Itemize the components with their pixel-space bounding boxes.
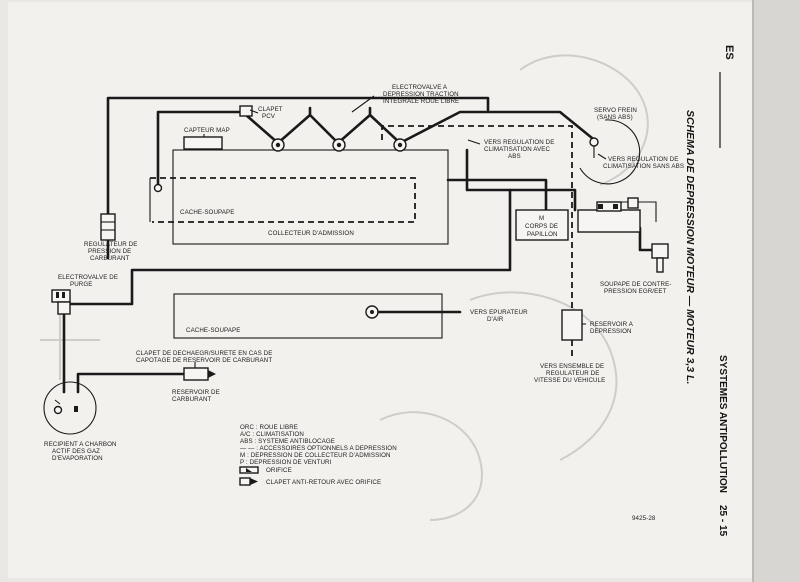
label-collecteur: COLLECTEUR D'ADMISSION — [268, 230, 354, 237]
hose-fuel-tank — [76, 372, 208, 394]
hose-pcv — [156, 110, 246, 188]
label-vers-regulation-sans-abs-2: CLIMATISATION SANS ABS — [603, 163, 684, 170]
label-vers-ensemble-regulateur-3: VITESSE DU VEHICULE — [534, 377, 605, 384]
label-regulateur-pression-1: REGULATEUR DE — [84, 241, 137, 248]
orifice-symbol — [239, 466, 259, 474]
label-vers-regulation-abs-3: ABS — [508, 153, 521, 160]
label-clapet-decharge-1: CLAPET DE DECHAEGR/SURETE EN CAS DE — [136, 350, 272, 357]
label-clapet-decharge-2: CAPOTAGE DE RESERVOIR DE CARBURANT — [136, 357, 272, 364]
label-reservoir-depression-1: RESERVOIR A — [590, 321, 634, 328]
purge-solenoid — [51, 289, 71, 315]
label-corps-papillon-3: PAPILLON — [527, 231, 558, 238]
label-cache-soupape-bottom: CACHE-SOUPAPE — [186, 327, 240, 334]
label-vers-regulation-sans-abs-1: VERS REGULATION DE — [608, 156, 678, 163]
pcv-valve — [239, 105, 253, 117]
egr-backpressure-transducer — [577, 197, 669, 273]
label-capteur-map: CAPTEUR MAP — [184, 127, 230, 134]
label-electrovalve-purge-1: ELECTROVALVE DE — [58, 274, 118, 281]
label-electrovalve-traction-2: DEPRESSION TRACTION — [383, 91, 459, 98]
map-sensor — [183, 136, 223, 150]
air-cleaner-port — [365, 305, 379, 319]
hose-top-main — [106, 96, 490, 216]
label-recipient-charbon-1: RECIPIENT A CHARBON — [44, 441, 117, 448]
label-recipient-charbon-2: ACTIF DES GAZ — [52, 448, 100, 455]
brake-booster — [579, 119, 641, 185]
page-number: 25 - 15 — [717, 505, 728, 537]
label-electrovalve-traction-1: ELECTROVALVE A — [392, 84, 448, 91]
section-title: SYSTEMES ANTIPOLLUTION — [717, 355, 728, 493]
hose-valve-crossing — [244, 113, 402, 145]
legend-line-orc: ORC : ROUE LIBRE — [240, 424, 298, 431]
top-intake-box — [172, 149, 449, 245]
pcv-port — [153, 183, 163, 193]
label-electrovalve-traction-3: INTEGRALE ROUE LIBRE — [383, 98, 459, 105]
label-regulateur-pression-2: PRESSION DE — [88, 248, 131, 255]
label-clapet-pcv-2: PCV — [262, 113, 276, 120]
dash-vers-regulation — [381, 125, 573, 310]
label-servo-frein-2: (SANS ABS) — [597, 114, 633, 121]
hose-servo — [398, 110, 594, 145]
vacuum-fitting-1 — [271, 138, 285, 152]
bottom-cache-soupape-box — [173, 293, 443, 339]
label-vers-regulation-abs-2: CLIMATISATION AVEC — [484, 146, 551, 153]
legend-line-ac: A/C : CLIMATISATION — [240, 431, 304, 438]
top-cache-soupape-dashed — [150, 177, 416, 223]
label-vers-epurateur-1: VERS EPURATEUR — [470, 309, 528, 316]
legend-line-m: M : DEPRESSION DE COLLECTEUR D'ADMISSION — [240, 452, 391, 459]
leader-lines — [107, 95, 607, 368]
vacuum-hoses — [62, 96, 660, 394]
label-soupape-contre-pression-2: PRESSION EGR/EET — [604, 288, 667, 295]
label-vers-regulation-abs-1: VERS REGULATION DE — [484, 139, 554, 146]
label-reservoir-carburant-1: RESERVOIR DE — [172, 389, 220, 396]
charcoal-canister — [43, 381, 97, 435]
page-gutter — [753, 0, 800, 582]
vacuum-fitting-2 — [332, 138, 346, 152]
figure-id: 9425-28 — [632, 515, 656, 522]
label-regulateur-pression-3: CARBURANT — [90, 255, 130, 262]
legend-line-optional: — — : ACCESSOIRES OPTIONNELS A DEPRESSIO… — [240, 445, 397, 452]
label-soupape-contre-pression-1: SOUPAPE DE CONTRE- — [600, 281, 671, 288]
label-corps-papillon-2: CORPS DE — [525, 223, 558, 230]
label-recipient-charbon-3: D'EVAPORATION — [52, 455, 103, 462]
label-vers-ensemble-regulateur-2: REGULATEUR DE — [546, 370, 599, 377]
label-reservoir-depression-2: DEPRESSION — [590, 328, 632, 335]
vacuum-fitting-3 — [393, 138, 407, 152]
label-vers-epurateur-2: D'AIR — [487, 316, 504, 323]
label-vers-ensemble-regulateur-1: VERS ENSEMBLE DE — [540, 363, 604, 370]
legend-line-abs: ABS : SYSTEME ANTIBLOCAGE — [240, 438, 335, 445]
diagram-title: SCHEMA DE DEPRESSION MOTEUR — MOTEUR 3,3… — [684, 110, 696, 384]
legend-clapet-anti-retour: CLAPET ANTI-RETOUR AVEC ORIFICE — [266, 479, 381, 486]
hose-purge — [68, 188, 512, 306]
hose-egr-top — [612, 201, 657, 222]
label-electrovalve-purge-2: PURGE — [70, 281, 93, 288]
header-code: ES — [723, 45, 735, 60]
vacuum-reservoir — [561, 309, 583, 341]
legend-orifice: ORIFICE — [266, 467, 292, 474]
label-cache-soupape-top: CACHE-SOUPAPE — [180, 209, 234, 216]
legend-line-p: P : DEPRESSION DE VENTURI — [240, 459, 332, 466]
fuel-pressure-regulator — [100, 213, 116, 241]
check-valve-symbol — [239, 477, 258, 486]
hose-to-throttle — [446, 178, 548, 214]
hose-electrovalve-drop — [308, 106, 372, 117]
label-clapet-pcv-1: CLAPET — [258, 106, 283, 113]
label-corps-papillon-1: M — [539, 215, 544, 222]
throttle-body — [515, 209, 569, 241]
legend: ORC : ROUE LIBRE A/C : CLIMATISATION ABS… — [239, 424, 397, 486]
label-reservoir-carburant-2: CARBURANT — [172, 396, 212, 403]
rollover-valve — [183, 367, 216, 381]
label-servo-frein-1: SERVO FREIN — [594, 107, 637, 114]
hose-to-egr — [465, 148, 577, 212]
